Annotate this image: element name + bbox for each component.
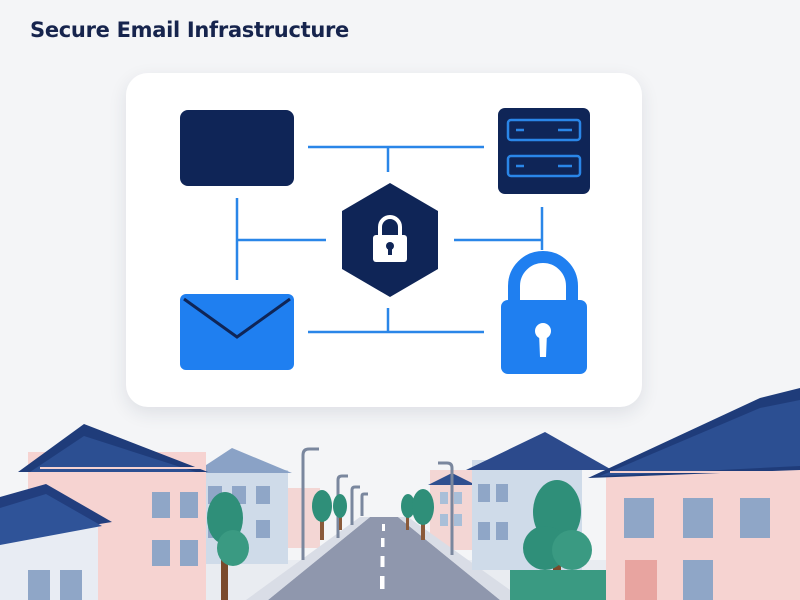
diagram <box>180 108 590 374</box>
tree-icon <box>312 489 434 540</box>
page-title: Secure Email Infrastructure <box>30 18 349 42</box>
monitor-icon <box>180 110 294 186</box>
streetlight-icon <box>301 447 454 560</box>
lock-hexagon-icon <box>342 183 438 297</box>
padlock-icon <box>501 251 587 374</box>
tree-icon <box>207 492 249 600</box>
connector-lines <box>235 145 544 334</box>
envelope-icon <box>180 294 294 370</box>
street-scene <box>0 388 800 600</box>
tree-icon <box>510 480 606 600</box>
house-icon <box>588 388 800 600</box>
server-rack-icon <box>498 108 590 194</box>
house-icon <box>0 484 112 600</box>
